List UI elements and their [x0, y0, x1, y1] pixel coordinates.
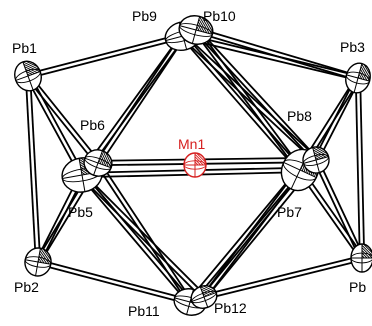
bond-Pb10-Pb7: [193, 28, 303, 172]
bond-Pb4-Pb8: [313, 158, 365, 260]
atom-label-Pb3: Pb3: [340, 39, 365, 55]
bond-Pb9-Pb7: [180, 33, 303, 173]
atom-label-Pb9: Pb9: [132, 8, 157, 24]
atom-label-Pb5: Pb5: [68, 204, 93, 220]
atom-label-Pb10: Pb10: [203, 8, 236, 24]
atom-label-Pb7: Pb7: [277, 204, 302, 220]
atom-label-Pb2: Pb2: [14, 279, 39, 295]
bond-Pb4-Pb12: [203, 254, 363, 301]
bond-Pb1-Pb2: [24, 75, 42, 263]
atom-label-Pb6: Pb6: [80, 117, 105, 133]
bond-Pb10-Pb8: [193, 27, 319, 163]
bond-Pb10-Pb3: [195, 27, 359, 81]
atom-label-Pb12: Pb12: [214, 300, 247, 316]
atom-label-Pb1: Pb1: [12, 40, 37, 56]
atom-label-Pb11: Pb11: [128, 303, 160, 319]
atom-Pb4: [350, 243, 372, 273]
atom-label-Pb4: Pb: [349, 279, 366, 295]
atom-Pb2: [24, 247, 54, 277]
atom-label-Mn1: Mn1: [178, 136, 205, 152]
bond-Pb5-Pb11: [79, 172, 193, 305]
bond-Pb6-Pb11: [95, 161, 193, 304]
bond-Pb7-Pb11: [187, 168, 303, 304]
bond-Pb1-Pb6: [25, 74, 101, 165]
bond-Pb5-Pb12: [79, 172, 207, 300]
bond-Pb3-Pb4: [354, 77, 366, 259]
bond-Pb1-Pb9: [27, 32, 184, 80]
atom-layer: [14, 15, 372, 316]
atom-Mn1: [183, 152, 207, 178]
atom-label-Pb8: Pb8: [287, 108, 312, 124]
bond-Pb6-Pb8: [97, 156, 317, 167]
bond-Pb2-Pb11: [37, 259, 191, 305]
bond-Pb1-Pb5: [25, 74, 85, 177]
bond-Pb9-Pb6: [95, 34, 186, 165]
bond-Pb9-Pb8: [180, 33, 319, 163]
